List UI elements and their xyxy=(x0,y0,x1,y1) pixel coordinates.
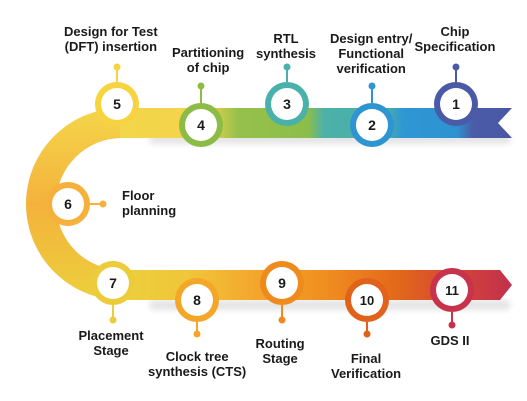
connector-dot xyxy=(283,63,291,71)
connector-dot xyxy=(197,82,205,90)
step-label-line: (DFT) insertion xyxy=(64,39,158,54)
step-label-line: Design for Test xyxy=(64,24,158,39)
step-number: 4 xyxy=(197,117,205,133)
step-marker-9: 9 xyxy=(260,261,304,324)
step-marker-3: 3 xyxy=(265,63,309,126)
step-label-line: Floor xyxy=(122,188,155,203)
step-circle xyxy=(440,88,472,120)
step-marker-1: 1 xyxy=(434,63,478,126)
step-label-line: synthesis xyxy=(256,46,316,61)
step-label-5: Design for Test(DFT) insertion xyxy=(64,24,158,54)
connector-dot xyxy=(193,330,201,338)
flow-band-bottom xyxy=(120,270,512,300)
step-marker-5: 5 xyxy=(95,63,139,126)
connector-dot xyxy=(109,316,117,324)
step-label-line: Design entry/ xyxy=(330,31,413,46)
step-label-line: Placement xyxy=(78,328,144,343)
step-circle xyxy=(101,88,133,120)
step-label-line: Stage xyxy=(262,351,298,366)
step-circle xyxy=(271,88,303,120)
step-number: 1 xyxy=(452,96,460,112)
step-circle xyxy=(185,109,217,141)
step-label-line: Clock tree xyxy=(165,349,229,364)
step-label-line: GDS II xyxy=(430,333,470,348)
step-label-line: synthesis (CTS) xyxy=(148,364,247,379)
step-label-line: Partitioning xyxy=(172,45,245,60)
step-number: 10 xyxy=(360,293,374,308)
step-circle xyxy=(97,267,129,299)
step-marker-11: 11 xyxy=(430,268,474,329)
step-number: 2 xyxy=(368,117,376,133)
connector-dot xyxy=(368,82,376,90)
step-circle xyxy=(52,188,84,220)
step-number: 6 xyxy=(64,196,72,212)
step-marker-7: 7 xyxy=(91,261,135,324)
flow-band-curve xyxy=(26,108,152,300)
connector-dot xyxy=(99,200,107,208)
step-label-line: Specification xyxy=(414,39,496,54)
step-label-line: Routing xyxy=(255,336,305,351)
step-marker-2: 2 xyxy=(350,82,394,147)
step-circle xyxy=(266,267,298,299)
step-number: 11 xyxy=(445,283,459,298)
step-number: 8 xyxy=(193,292,201,308)
step-label-line: verification xyxy=(336,61,406,76)
connector-dot xyxy=(452,63,460,71)
step-label-line: RTL xyxy=(273,31,299,46)
step-circle xyxy=(356,109,388,141)
step-label-line: Stage xyxy=(93,343,129,358)
step-label-line: Final xyxy=(350,351,382,366)
connector-dot xyxy=(278,316,286,324)
step-number: 7 xyxy=(109,275,117,291)
step-number: 3 xyxy=(283,96,291,112)
connector-dot xyxy=(113,63,121,71)
connector-dot xyxy=(363,330,371,338)
step-marker-8: 8 xyxy=(175,278,219,338)
step-marker-10: 10 xyxy=(345,278,389,338)
step-label-line: of chip xyxy=(186,60,230,75)
step-marker-4: 4 xyxy=(179,82,223,147)
step-marker-6: 6 xyxy=(46,182,107,226)
step-circle xyxy=(181,284,213,316)
step-label-11: GDS II xyxy=(431,333,470,348)
step-circle xyxy=(436,274,468,306)
step-label-line: Functional xyxy=(338,46,405,61)
connector-dot xyxy=(448,321,456,329)
step-label-line: Chip xyxy=(440,24,470,39)
step-number: 5 xyxy=(113,96,121,112)
step-label-line: planning xyxy=(122,203,177,218)
step-label-line: Verification xyxy=(331,366,402,381)
step-number: 9 xyxy=(278,275,286,291)
step-circle xyxy=(351,284,383,316)
